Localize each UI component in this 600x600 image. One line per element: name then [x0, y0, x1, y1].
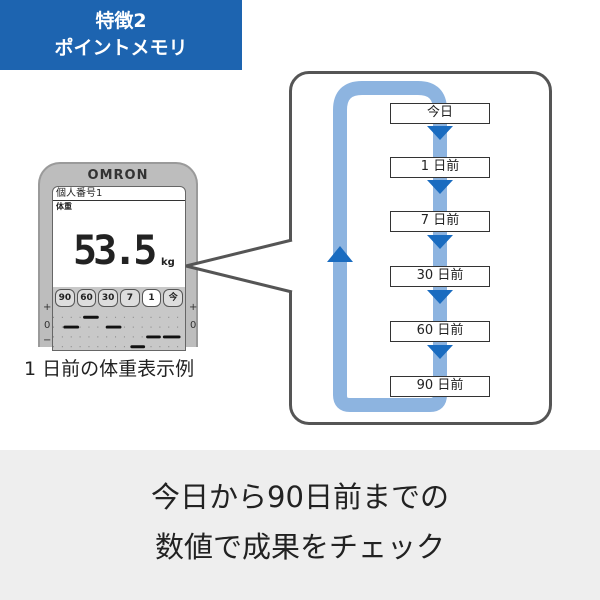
footer-line-2: 数値で成果をチェック — [154, 530, 445, 564]
footer-banner: 今日から90日前までの 数値で成果をチェック — [0, 450, 600, 600]
down-arrow-icon — [427, 345, 453, 359]
plus-label-right: + — [189, 302, 198, 313]
step-1-day: 1 日前 — [390, 157, 490, 178]
cycle-loop — [333, 81, 447, 412]
down-arrows — [427, 126, 453, 359]
zero-label: 0 — [44, 320, 51, 331]
day-60: 60 — [76, 289, 97, 307]
up-arrow-icon — [327, 246, 353, 262]
step-today: 今日 — [390, 103, 490, 124]
feature-number: 特徴2 — [95, 10, 147, 32]
flow-graphics — [185, 81, 453, 412]
day-30: 30 — [98, 289, 119, 307]
callout-pointer — [186, 240, 292, 292]
down-arrow-icon — [427, 180, 453, 194]
step-60-days: 60 日前 — [390, 321, 490, 342]
weight-unit: kg — [161, 257, 175, 268]
minus-label: − — [43, 335, 52, 346]
day-1: 1 — [141, 289, 162, 307]
down-arrow-icon — [427, 126, 453, 140]
weight-value: 53.5 — [73, 228, 157, 274]
step-90-days: 90 日前 — [390, 376, 490, 397]
footer-line-1: 今日から90日前までの — [151, 480, 449, 514]
plus-label: + — [43, 302, 52, 313]
scale-display-device: OMRON 個人番号1 体重 53.5 kg 90 60 30 7 1 今日 +… — [38, 162, 198, 351]
step-30-days: 30 日前 — [390, 266, 490, 287]
feature-header: 特徴2 ポイントメモリ — [0, 0, 242, 70]
mode-label: 体重 — [56, 202, 72, 211]
down-arrow-icon — [427, 235, 453, 249]
brand-logo: OMRON — [87, 168, 149, 183]
lcd-screen: 個人番号1 体重 53.5 kg 90 60 30 7 1 今日 — [52, 186, 186, 351]
feature-title: ポイントメモリ — [54, 37, 188, 59]
down-arrow-icon — [427, 290, 453, 304]
step-7-days: 7 日前 — [390, 211, 490, 232]
device-caption: 1 日前の体重表示例 — [24, 358, 195, 380]
memory-flow-callout — [289, 71, 552, 425]
user-number: 個人番号1 — [53, 187, 185, 201]
day-7: 7 — [120, 289, 140, 307]
trend-graph — [53, 309, 185, 350]
day-90: 90 — [55, 289, 75, 307]
day-selector: 90 60 30 7 1 今日 — [53, 287, 185, 320]
zero-label-right: 0 — [190, 320, 197, 331]
callout-pointer-outline — [185, 238, 293, 294]
